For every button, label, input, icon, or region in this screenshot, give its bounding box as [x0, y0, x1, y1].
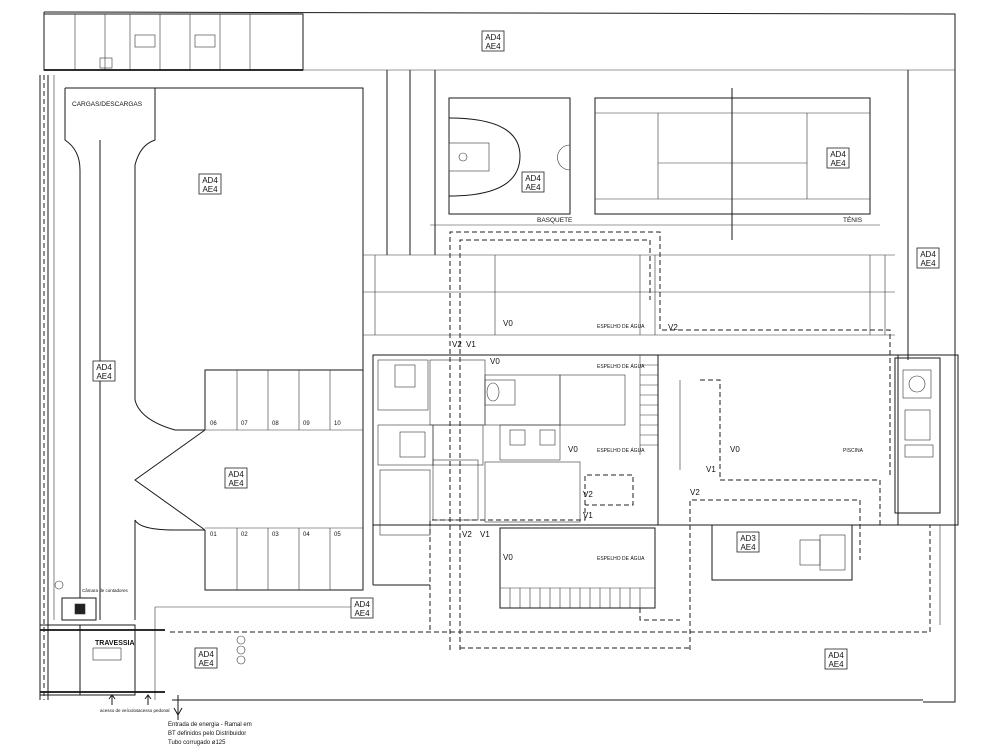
- zone-code-line1: AD4: [525, 174, 541, 183]
- label-tenis: TÉNIS: [843, 215, 863, 224]
- zone-code-line1: AD4: [198, 650, 214, 659]
- zone-code-line1: AD4: [96, 363, 112, 372]
- zone-code-line1: AD4: [830, 150, 846, 159]
- zone-label: AD4 AE4: [481, 30, 505, 52]
- zone-code-line1: AD4: [828, 651, 844, 660]
- parking-number: 01: [210, 532, 217, 538]
- zone-label: AD4 AE4: [521, 171, 545, 193]
- zone-label: AD4 AE4: [194, 647, 218, 669]
- zone-code-line2: AE4: [828, 660, 844, 669]
- circuit-v0: V0: [730, 445, 740, 454]
- label-espelho-3: ESPELHO DE ÁGUA: [597, 447, 645, 454]
- zone-code-line1: AD4: [485, 33, 501, 42]
- label-acesso-pedonal: acesso pedonal: [138, 708, 170, 713]
- parking-numbers: 06 07 08 09 10 01 02 03 04 05: [210, 421, 341, 538]
- circuit-v0: V0: [503, 319, 513, 328]
- zone-code-line2: AE4: [354, 609, 370, 618]
- zone-code-line2: AE4: [202, 185, 218, 194]
- circuit-v0: V0: [490, 357, 500, 366]
- parking-number: 06: [210, 421, 217, 427]
- parking-number: 10: [334, 421, 341, 427]
- label-piscina: PISCINA: [843, 448, 864, 454]
- structural-lines: [363, 70, 909, 360]
- label-travessia: TRAVESSIA: [95, 640, 135, 647]
- zone-label: AD4 AE4: [198, 173, 222, 195]
- label-acesso-veiculos: acesso de veículos: [100, 708, 139, 713]
- zone-code-line1: AD3: [740, 534, 756, 543]
- zone-code-line2: AE4: [740, 543, 756, 552]
- loading-area: [53, 75, 364, 620]
- circuit-v1: V1: [466, 340, 476, 349]
- circuit-v2: V2: [668, 323, 678, 332]
- zone-code-line2: AE4: [485, 42, 501, 51]
- electrical-feed: [39, 75, 165, 700]
- zone-code-line2: AE4: [525, 183, 541, 192]
- bottom-right-building: [711, 524, 941, 625]
- parking-number: 02: [241, 532, 248, 538]
- travessia-block: [39, 580, 246, 696]
- label-entrada-1: Entrada de energia - Ramal em: [168, 722, 252, 728]
- circuit-v0: V0: [503, 553, 513, 562]
- label-espelho-2: ESPELHO DE ÁGUA: [597, 363, 645, 370]
- zone-code-line2: AE4: [228, 479, 244, 488]
- label-cargas: CARGAS/DESCARGAS: [72, 101, 143, 108]
- zone-label: AD4 AE4: [224, 467, 248, 489]
- zone-label: AD4 AE4: [92, 360, 116, 382]
- zone-code-line1: AD4: [228, 470, 244, 479]
- circuit-v0: V0: [568, 445, 578, 454]
- label-espelho-1: ESPELHO DE ÁGUA: [597, 323, 645, 330]
- area-labels: CARGAS/DESCARGAS BASQUETE TÉNIS PISCINA …: [72, 101, 864, 746]
- zone-code-line2: AE4: [198, 659, 214, 668]
- circuit-v1: V1: [706, 465, 716, 474]
- zone-code-line1: AD4: [202, 176, 218, 185]
- zone-label: AD4 AE4: [350, 597, 374, 619]
- parking-number: 07: [241, 421, 248, 427]
- zone-code-line1: AD4: [354, 600, 370, 609]
- zone-code-line1: AD4: [920, 250, 936, 259]
- zone-label: AD4 AE4: [824, 648, 848, 670]
- label-basquete: BASQUETE: [537, 217, 573, 224]
- circuit-routes: [170, 231, 931, 650]
- circuit-v2: V2: [690, 488, 700, 497]
- circuit-v2: V2: [452, 340, 462, 349]
- label-camera: Câmara de contadores: [82, 588, 129, 593]
- parking-number: 03: [272, 532, 279, 538]
- zone-code-line2: AE4: [830, 159, 846, 168]
- zone-code-line2: AE4: [920, 259, 936, 268]
- parking-number: 04: [303, 532, 310, 538]
- central-building: [372, 354, 959, 586]
- zone-label: AD4 AE4: [916, 247, 940, 269]
- parking-number: 05: [334, 532, 341, 538]
- circuit-labels: V0 V2 V2 V1 V0 V0 V0 V1 V2 V2 V1 V2 V1 V…: [452, 319, 740, 562]
- circuit-v1: V1: [583, 511, 593, 520]
- label-espelho-4: ESPELHO DE ÁGUA: [597, 555, 645, 562]
- service-building: [43, 13, 304, 71]
- entry-arrows: [108, 694, 183, 720]
- basketball-court: [448, 97, 571, 215]
- zone-label-ad3: AD3 AE4: [736, 531, 760, 553]
- circuit-v2: V2: [462, 530, 472, 539]
- label-entrada-3: Tubo corrugado ø125: [168, 740, 226, 746]
- zone-code-line2: AE4: [96, 372, 112, 381]
- technical-room: [894, 357, 941, 514]
- parking-number: 09: [303, 421, 310, 427]
- parking-area: [134, 369, 365, 700]
- zone-labels: AD4 AE4 AD4 AE4 AD4 AE4 AD4 AE4 AD4 AE4 …: [92, 30, 940, 670]
- lower-water-mirror: [499, 527, 656, 609]
- zone-label: AD4 AE4: [826, 147, 850, 169]
- circuit-v1: V1: [480, 530, 490, 539]
- pool-steps: [640, 364, 658, 446]
- site-boundary: [43, 11, 956, 703]
- label-entrada-2: BT definidos pelo Distribuidor: [168, 731, 246, 737]
- parking-number: 08: [272, 421, 279, 427]
- circuit-v2: V2: [583, 490, 593, 499]
- tennis-court: [594, 88, 871, 240]
